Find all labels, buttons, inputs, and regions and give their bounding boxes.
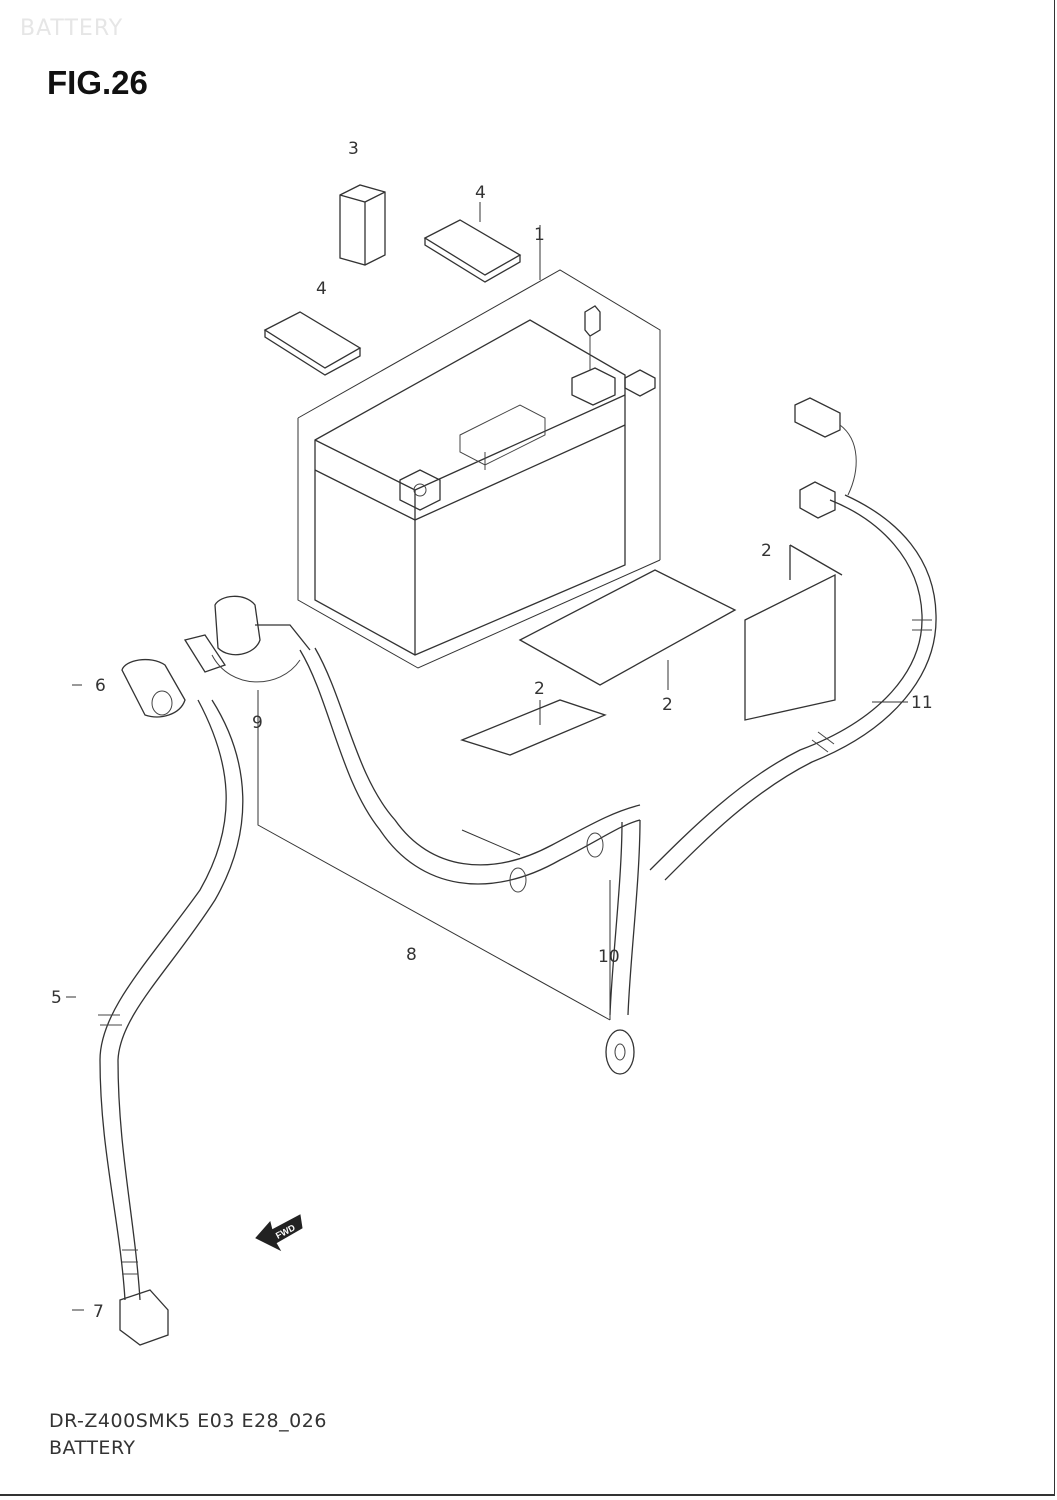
callout-4-lower: 4: [316, 279, 327, 299]
part-3-block: [339, 184, 386, 266]
callout-6: 6: [95, 676, 106, 696]
part-2-spacer-right: [744, 544, 843, 721]
callout-7: 7: [93, 1302, 104, 1322]
part-2-spacer-lower: [460, 699, 607, 756]
figure-title: FIG.26: [47, 64, 148, 101]
part-4-pad-lower: [263, 311, 362, 376]
callout-11: 11: [911, 693, 933, 713]
callout-8: 8: [406, 945, 417, 965]
part-8-harness: [299, 647, 641, 893]
callout-10: 10: [598, 947, 620, 967]
fwd-arrow-icon: FWD: [255, 1214, 303, 1252]
part-11-cable: [649, 397, 937, 881]
part-2-spacer-middle: [518, 569, 737, 690]
diagram-code: DR-Z400SMK5 E03 E28_026: [49, 1410, 327, 1432]
callout-5: 5: [51, 988, 62, 1008]
callout-4-upper: 4: [475, 183, 486, 203]
part-5-cable: [98, 699, 244, 1301]
callout-2-right: 2: [761, 541, 772, 561]
part-7-fitting: [119, 1289, 169, 1346]
part-6-cap: [121, 634, 227, 718]
part-4-pad-upper: [423, 219, 522, 283]
part-1-battery: [297, 225, 661, 669]
page-watermark: BATTERY: [20, 16, 124, 41]
callout-1: 1: [534, 225, 545, 245]
callout-9: 9: [252, 713, 263, 733]
callout-2-lower: 2: [534, 679, 545, 699]
callout-2-middle: 2: [662, 695, 673, 715]
section-name: BATTERY: [49, 1437, 136, 1459]
part-9-relay: [211, 595, 311, 683]
callout-3: 3: [348, 139, 359, 159]
part-10-cable: [605, 819, 641, 1075]
part-8-leader: [257, 705, 611, 1021]
